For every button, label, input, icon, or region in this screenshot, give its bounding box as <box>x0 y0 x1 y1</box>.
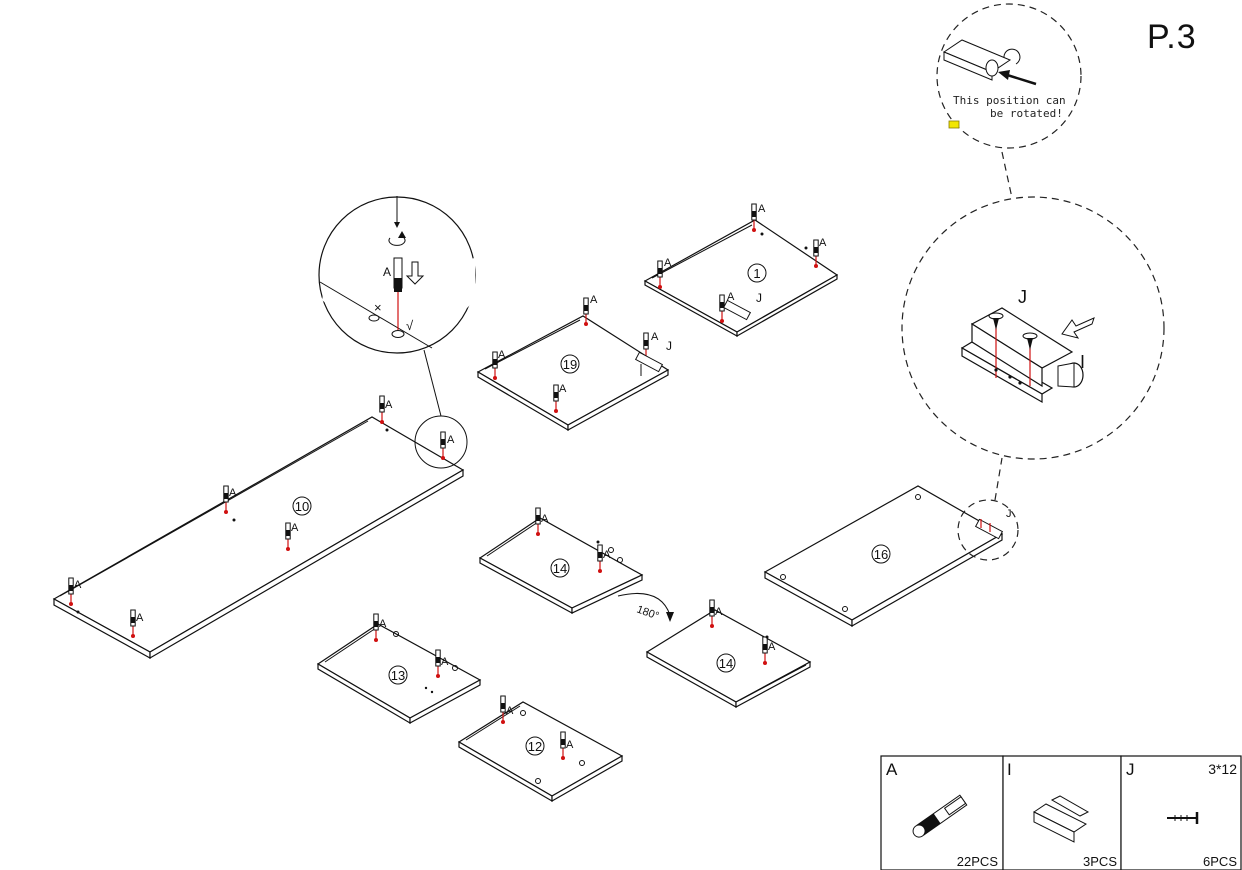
parts-qty-a: 22PCS <box>957 854 999 869</box>
cam-bolt-letter: A <box>385 399 393 411</box>
page-number: P.3 <box>1147 18 1197 56</box>
hinge-screw-letter: J <box>1018 287 1027 307</box>
parts-letter-a: A <box>886 760 898 779</box>
cam-bolt-letter: A <box>441 656 449 668</box>
panel-12-hardware-labels: A A <box>506 705 574 751</box>
cam-bolt-letter: A <box>506 705 514 717</box>
panel-14-top <box>478 507 644 615</box>
cam-bolt-letter: A <box>541 513 549 525</box>
cam-bolt-letter: A <box>379 618 387 630</box>
hinge-bracket-letter: I <box>1080 352 1085 372</box>
cam-bolt-letter: A <box>603 549 611 561</box>
panel-10-hardware-labels: A A A A A A <box>74 399 455 624</box>
cam-bolt-letter: A <box>664 257 672 269</box>
panel-12 <box>457 695 624 803</box>
screw-letter: J <box>666 339 672 353</box>
rotation-note-line2: be rotated! <box>990 107 1063 120</box>
panel-1-label: 1 <box>753 266 760 281</box>
cam-bolt-letter: A <box>74 579 82 591</box>
cam-bolt-letter: A <box>447 434 455 446</box>
cam-bolt-letter: A <box>758 203 766 215</box>
panel-16-label: 16 <box>874 547 888 562</box>
parts-qty-i: 3PCS <box>1083 854 1117 869</box>
screw-letter: J <box>1006 508 1012 520</box>
rotate-arrow <box>617 592 674 622</box>
parts-qty-j: 6PCS <box>1203 854 1237 869</box>
zoom-callout-hinge <box>901 3 1165 561</box>
correct-mark: √ <box>406 318 414 333</box>
cam-bolt-letter: A <box>819 237 827 249</box>
panel-19 <box>476 297 670 432</box>
note-icon <box>948 120 960 129</box>
parts-table <box>880 755 1242 870</box>
rotation-note-line1: This position can <box>953 94 1066 107</box>
cam-bolt-letter: A <box>768 641 776 653</box>
panel-14-bottom <box>645 599 812 709</box>
parts-spec-j: 3*12 <box>1208 761 1237 777</box>
cam-bolt-letter: A <box>229 487 237 499</box>
panel-10 <box>52 395 465 660</box>
panel-13-label: 13 <box>391 668 405 683</box>
zoom-callout-cam-bolt <box>318 196 476 469</box>
cam-bolt-letter: A <box>291 522 299 534</box>
parts-letter-j: J <box>1126 760 1135 779</box>
cam-bolt-letter: A <box>590 294 598 306</box>
cam-bolt-letter: A <box>727 291 735 303</box>
cam-bolt-icon <box>912 794 968 838</box>
panel-13 <box>316 613 482 725</box>
panel-10-label: 10 <box>295 499 309 514</box>
screw-letter: J <box>756 291 762 305</box>
panel-14-top-label: 14 <box>553 561 567 576</box>
panel-19-label: 19 <box>563 357 577 372</box>
panel-14-bottom-hardware-labels: A A <box>715 606 776 653</box>
bracket-icon <box>1033 795 1090 843</box>
cam-bolt-letter: A <box>715 606 723 618</box>
screw-icon <box>1167 812 1199 824</box>
panel-1 <box>643 203 839 338</box>
panel-13-hardware-labels: A A <box>379 618 449 668</box>
rotation-detail <box>942 39 1037 129</box>
zoom-cam-bolt-letter: A <box>383 265 391 279</box>
wrong-mark: × <box>374 300 382 315</box>
panel-14-bottom-label: 14 <box>719 656 733 671</box>
cam-bolt-letter: A <box>651 331 659 343</box>
panel-14-top-hardware-labels: A A <box>541 513 611 561</box>
panel-16 <box>763 485 1004 628</box>
cam-bolt-letter: A <box>559 383 567 395</box>
parts-letter-i: I <box>1007 760 1012 779</box>
panel-1-hardware-labels: A A A A J <box>664 203 827 305</box>
rotate-angle-label: 180° <box>635 604 660 623</box>
cam-bolt-letter: A <box>566 739 574 751</box>
panel-12-label: 12 <box>528 739 542 754</box>
cam-bolt-letter: A <box>136 612 144 624</box>
panel-19-hardware-labels: A A A A J <box>498 294 672 395</box>
cam-bolt-letter: A <box>498 349 506 361</box>
hinge-bracket-detail <box>960 307 1095 404</box>
